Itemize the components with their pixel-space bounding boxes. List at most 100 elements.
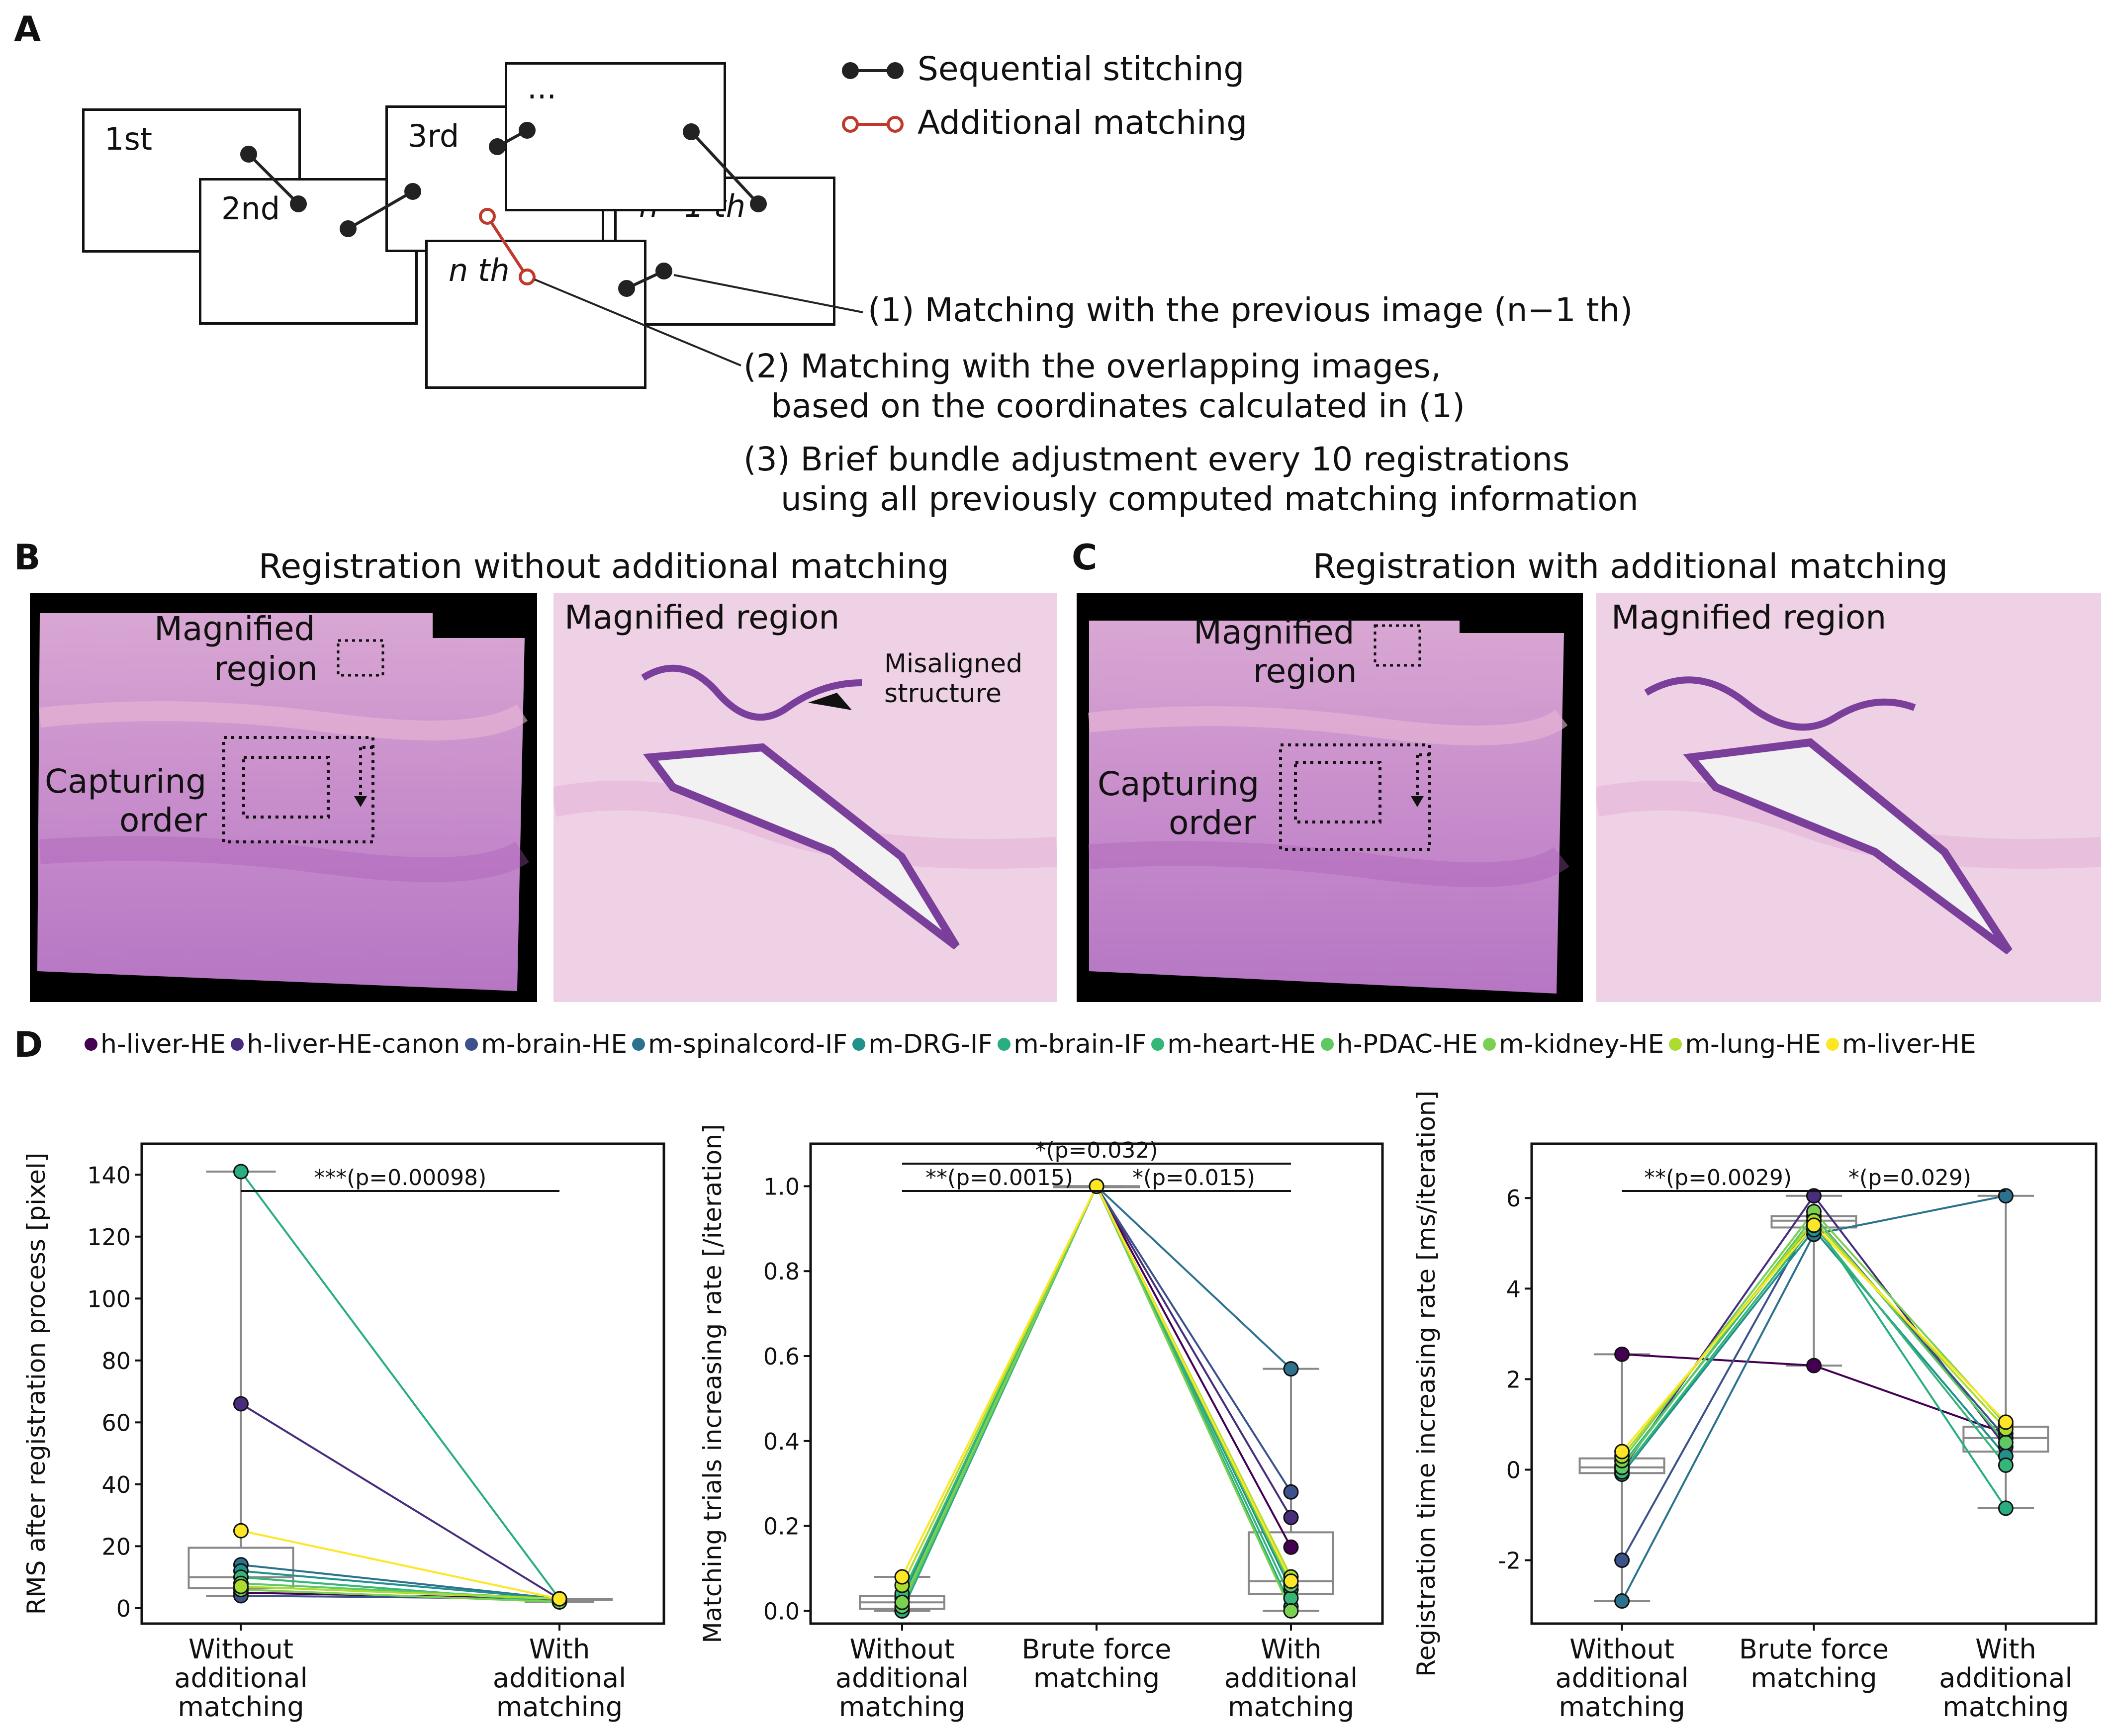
panel-c-overview-image: Magnified region Capturing order bbox=[1077, 593, 1583, 1002]
y-tick-label: 0 bbox=[116, 1595, 131, 1622]
x-tick-label: additional bbox=[174, 1662, 307, 1694]
panel-a-legend-symbols bbox=[842, 62, 904, 133]
y-tick-label: 140 bbox=[87, 1162, 131, 1188]
legend-dot bbox=[1320, 1038, 1334, 1051]
legend-label: m-heart-HE bbox=[1167, 1029, 1316, 1059]
y-tick-label: 0.4 bbox=[763, 1428, 800, 1455]
tile-second-label: 2nd bbox=[221, 190, 280, 227]
x-tick-label: additional bbox=[835, 1662, 969, 1694]
panel-c-capturing-label-2: order bbox=[1169, 804, 1256, 842]
series-line-m-kidney-HE bbox=[241, 1588, 560, 1603]
y-tick-label: 100 bbox=[87, 1285, 131, 1312]
data-point-h-liver-HE-canon bbox=[1283, 1510, 1299, 1526]
panel-b-magnified-image: Magnified region Misaligned structure bbox=[553, 593, 1057, 1002]
panel-a-connectors bbox=[240, 62, 904, 366]
panel-b-magnified-label-2: region bbox=[214, 649, 318, 688]
legend-label: h-PDAC-HE bbox=[1336, 1029, 1478, 1059]
legend-item-m-spinalcord-IF: m-spinalcord-IF bbox=[632, 1029, 847, 1059]
series-line-m-lung-HE bbox=[901, 1184, 1292, 1586]
data-point-m-kidney-HE bbox=[1283, 1603, 1299, 1619]
significance-label: *(p=0.032) bbox=[1035, 1138, 1158, 1163]
panel-c-magnified-label-1: Magnified bbox=[1194, 613, 1355, 651]
y-tick-label: 0.2 bbox=[763, 1513, 800, 1540]
y-tick-label: 120 bbox=[87, 1224, 131, 1251]
legend-item-m-kidney-HE: m-kidney-HE bbox=[1482, 1029, 1664, 1059]
legend-dot bbox=[1151, 1038, 1165, 1051]
data-point-h-PDAC-HE bbox=[1998, 1435, 2014, 1451]
panel-c-tissue-mosaic bbox=[1088, 621, 1569, 994]
misaligned-label-1: Misaligned bbox=[884, 649, 1023, 679]
legend-dot bbox=[465, 1038, 478, 1051]
tile-n-label: n th bbox=[449, 252, 510, 288]
series-line-h-liver-HE-canon bbox=[240, 1403, 560, 1600]
legend-item-m-DRG-IF: m-DRG-IF bbox=[852, 1029, 993, 1059]
series-line-m-DRG-IF bbox=[901, 1184, 1292, 1599]
data-point-m-brain-IF bbox=[233, 1164, 249, 1180]
tile-dots-label: ... bbox=[527, 70, 557, 106]
data-point-m-heart-HE bbox=[1283, 1590, 1299, 1606]
panel-d-legend: h-liver-HE h-liver-HE-canon m-brain-HE m-sp… bbox=[85, 1029, 1976, 1059]
legend-label: h-liver-HE bbox=[100, 1029, 226, 1059]
panel-b-title: Registration without additional matching bbox=[259, 547, 949, 586]
series-line-h-liver-HE-canon bbox=[901, 1184, 1292, 1607]
series-line-m-liver-HE bbox=[901, 1184, 1292, 1582]
y-tick-label: 4 bbox=[1506, 1276, 1521, 1302]
panel-c-magnified-image: Magnified region bbox=[1596, 593, 2101, 1002]
x-tick-label: matching bbox=[1559, 1691, 1685, 1723]
legend-dot bbox=[231, 1038, 244, 1051]
legend-item-m-lung-HE: m-lung-HE bbox=[1669, 1029, 1821, 1059]
legend-additional-label: Additional matching bbox=[918, 103, 1248, 142]
data-point-m-liver-HE bbox=[1283, 1573, 1299, 1589]
x-tick-label: additional bbox=[493, 1662, 626, 1694]
legend-label: h-liver-HE-canon bbox=[247, 1029, 460, 1059]
y-tick-label: -2 bbox=[1498, 1548, 1521, 1574]
x-tick-label: matching bbox=[1750, 1662, 1877, 1694]
x-tick-label: matching bbox=[1228, 1691, 1354, 1723]
series-line-m-brain-HE bbox=[901, 1184, 1292, 1612]
legend-label: m-liver-HE bbox=[1841, 1029, 1976, 1059]
y-tick-label: 2 bbox=[1506, 1366, 1521, 1393]
series-line-m-DRG-IF bbox=[241, 1570, 560, 1600]
legend-label: m-spinalcord-IF bbox=[648, 1029, 848, 1059]
panel-c-zoom-title: Magnified region bbox=[1611, 598, 1887, 637]
series-line-h-PDAC-HE bbox=[901, 1184, 1292, 1607]
panel-letter-c: C bbox=[1072, 537, 1098, 578]
series-line-m-lung-HE bbox=[241, 1585, 560, 1600]
x-tick-label: matching bbox=[178, 1691, 304, 1723]
panel-b-magnified-label-1: Magnified bbox=[154, 610, 315, 648]
x-tick-label: matching bbox=[1942, 1691, 2069, 1723]
step-2-line-2: based on the coordinates calculated in (… bbox=[771, 387, 1466, 425]
legend-item-m-heart-HE: m-heart-HE bbox=[1151, 1029, 1316, 1059]
data-point-m-spinalcord-IF bbox=[1614, 1593, 1630, 1609]
x-tick-label: matching bbox=[496, 1691, 623, 1723]
x-tick-label: Without bbox=[1569, 1634, 1674, 1665]
data-point-m-brain-IF bbox=[1998, 1500, 2014, 1516]
data-point-m-spinalcord-IF bbox=[1283, 1361, 1299, 1377]
y-tick-label: 80 bbox=[101, 1348, 131, 1374]
panel-b-capturing-label-1: Capturing bbox=[45, 762, 207, 801]
y-tick-label: 0.6 bbox=[763, 1343, 800, 1370]
panel-c-capturing-label-1: Capturing bbox=[1098, 765, 1260, 803]
panel-c-title: Registration with additional matching bbox=[1313, 547, 1948, 586]
panel-c-magnified-label-2: region bbox=[1253, 652, 1357, 690]
legend-label: m-brain-HE bbox=[481, 1029, 628, 1059]
x-tick-label: Without bbox=[849, 1634, 954, 1665]
x-tick-label: matching bbox=[839, 1691, 965, 1723]
data-point-m-spinalcord-IF bbox=[1998, 1188, 2014, 1204]
legend-item-m-brain-IF: m-brain-IF bbox=[998, 1029, 1146, 1059]
legend-label: m-brain-IF bbox=[1013, 1029, 1147, 1059]
x-tick-label: Brute force bbox=[1021, 1634, 1171, 1665]
x-tick-label: With bbox=[1975, 1634, 2036, 1665]
x-tick-label: With bbox=[1261, 1634, 1322, 1665]
misaligned-label-2: structure bbox=[884, 679, 1002, 709]
series-line-m-heart-HE bbox=[241, 1576, 560, 1603]
x-tick-label: additional bbox=[1556, 1662, 1689, 1694]
data-point-m-liver-HE bbox=[1089, 1178, 1104, 1194]
y-tick-label: 60 bbox=[101, 1409, 131, 1436]
data-point-m-brain-HE bbox=[1283, 1484, 1299, 1500]
legend-dot bbox=[1826, 1038, 1839, 1051]
series-line-m-heart-HE bbox=[901, 1184, 1292, 1599]
legend-label: m-lung-HE bbox=[1685, 1029, 1821, 1059]
y-tick-label: 0 bbox=[1506, 1457, 1521, 1483]
